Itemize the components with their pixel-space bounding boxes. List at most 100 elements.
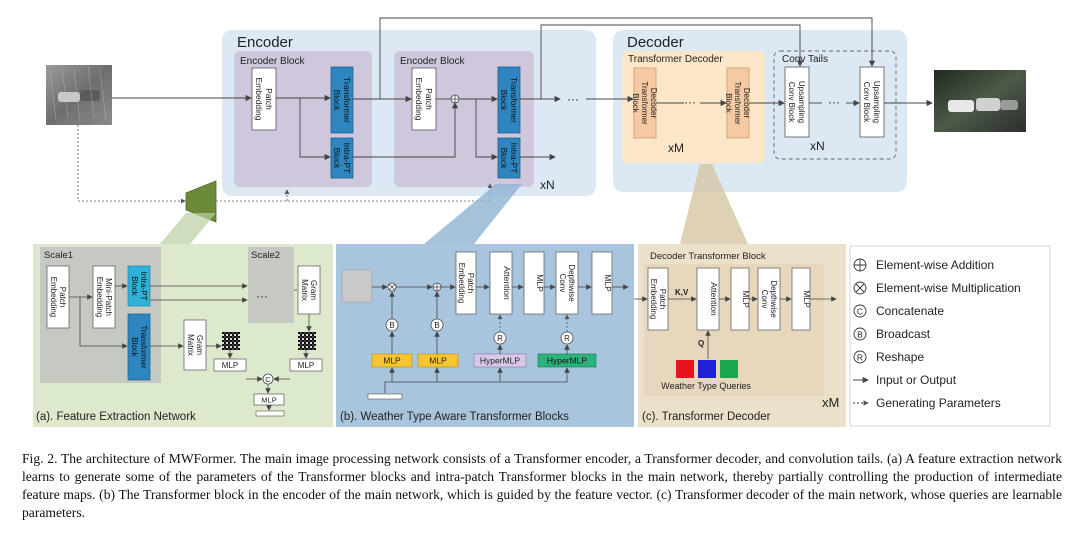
legend-reshape-icon [853,350,867,364]
upsampling-conv-block-box [784,66,810,138]
legend-reshape-symbol: R [857,353,863,363]
intra-pt-block-box [330,137,354,179]
a-gram-matrix-label-2: GramMatrix [300,279,318,301]
a-gram-matrix-heatmap [222,332,240,350]
legend-addition-label: Element-wise Addition [876,258,994,272]
c-query-blue [698,360,716,378]
conv-tails-ellipsis: ··· [828,95,840,109]
a-gram-matrix-heatmap-2 [298,332,316,350]
conv-tails-title: Conv Tails [782,54,828,65]
b-patch-embedding-box [455,251,477,315]
c-depthwise-conv-label: DepthwiseConv [760,280,778,318]
c-attention-label: Attention [709,282,719,316]
conv-tails-repeat-label: xN [810,139,825,153]
intra-pt-block-box-2 [497,137,521,179]
c-patch-embedding-label: PatchEmbedding [649,279,667,319]
a-ellipsis: ··· [256,289,268,303]
panel-b-background [336,244,634,427]
legend-io-label: Input or Output [876,373,957,387]
b-feature-vector [367,393,403,400]
b-attention-box [489,251,513,315]
decoder-transformer-block-label-2: DecoderTransformerBlock [724,81,751,125]
encoder-block-1-title: Encoder Block [240,56,305,67]
legend-broadcast-label: Broadcast [876,327,931,341]
a-transformer-block-label: TransformerBlock [130,325,148,369]
legend-multiplication-icon [853,281,867,295]
decoder-transformer-block-label: DecoderTransformerBlock [631,81,658,125]
scale2-label: Scale2 [251,250,280,261]
c-mlp-label-2: MLP [802,290,812,308]
legend-concat-icon [853,304,867,318]
c-mlp-label: MLP [741,290,751,308]
a-mlp-label-2: MLP [298,361,314,370]
transformer-block-label: TransformerBlock [332,77,352,123]
b-input-feature [341,269,373,303]
architecture-diagram: Encoder Encoder Block Encoder Block Patc… [33,17,1051,427]
a-gram-matrix-label: GramMatrix [186,334,204,356]
b-broadcast-label-2: B [434,321,439,330]
c-repeat-label: xM [822,395,839,410]
a-gram-matrix-box [183,319,207,371]
zoom-wedge-a [160,213,216,244]
c-queries-label: Weather Type Queries [661,381,751,391]
transformer-decoder-title: Transformer Decoder [628,54,723,65]
transformer-block-box-2 [497,66,521,134]
a-intra-pt-block-label: Intra-PTBlock [130,272,148,301]
legend-box [849,245,1051,427]
scale1-label: Scale1 [44,250,73,261]
a-mlp-box-2 [289,358,323,372]
b-mlp-box [523,251,545,315]
b-patch-embedding-label: PatchEmbedding [457,263,475,303]
encoder-block-2-title: Encoder Block [400,56,465,67]
legend-concat-label: Concatenate [876,304,944,318]
b-depthwise-conv-box [555,251,579,315]
encoder-title: Encoder [237,34,293,51]
scale2-region [248,247,294,323]
legend-broadcast-icon [853,327,867,341]
patch-embedding-box [251,67,277,131]
decoder-title: Decoder [627,34,684,51]
decoder-ellipsis: ··· [684,95,696,109]
output-clean-image [934,70,1026,132]
b-mlp-yellow-label-2: MLP [429,356,447,366]
a-transformer-block-box [127,313,151,381]
legend-addition-icon [853,258,867,272]
b-broadcast-label: B [389,321,394,330]
b-mlp-yellow-label: MLP [383,356,401,366]
zoom-wedge-b [424,184,522,244]
zoom-wedge-c [680,164,748,244]
legend-broadcast-symbol: B [857,330,863,340]
a-mlp-label: MLP [222,361,238,370]
a-mlp-label-3: MLP [261,396,276,405]
panel-c-caption: (c). Transformer Decoder [642,411,771,423]
panel-b-caption: (b). Weather Type Aware Transformer Bloc… [340,411,569,423]
b-hypermlp-label: HyperMLP [480,356,520,366]
panel-a-caption: (a). Feature Extraction Network [36,411,196,423]
transformer-block-box [330,66,354,134]
legend-multiplication-label: Element-wise Multiplication [876,281,1021,295]
a-feature-vector [255,410,285,417]
patch-embedding-box-2 [411,67,437,131]
c-block-title: Decoder Transformer Block [650,251,766,262]
input-rainy-image [46,65,112,125]
intra-pt-block-label: Intra-PTBlock [332,143,352,174]
a-mlp-box [213,358,247,372]
a-concat-label: C [265,375,271,384]
a-patch-embedding-label: PatchEmbedding [49,277,67,317]
b-mlp-yellow-box-2 [417,353,459,368]
c-query-red [676,360,694,378]
a-mini-patch-embedding-box [92,265,116,329]
upsampling-conv-block-box-2 [859,66,885,138]
transformer-block-label-2: TransformerBlock [499,77,519,123]
b-hypermlp-green-label: HyperMLP [547,356,587,366]
feature-extraction-network-icon [185,180,217,223]
encoder-ellipsis: ··· [567,92,579,106]
b-mlp-box-2 [591,251,613,315]
c-kv-label: K,V [675,288,689,297]
legend-generating-label: Generating Parameters [876,396,1001,410]
upsampling-conv-block-label-2: UpsamplingConv Block [862,81,881,123]
legend-concat-symbol: C [857,307,863,317]
decoder-repeat-label: xM [668,141,684,155]
encoder-repeat-label: xN [540,178,555,192]
b-reshape-label: R [497,334,503,343]
